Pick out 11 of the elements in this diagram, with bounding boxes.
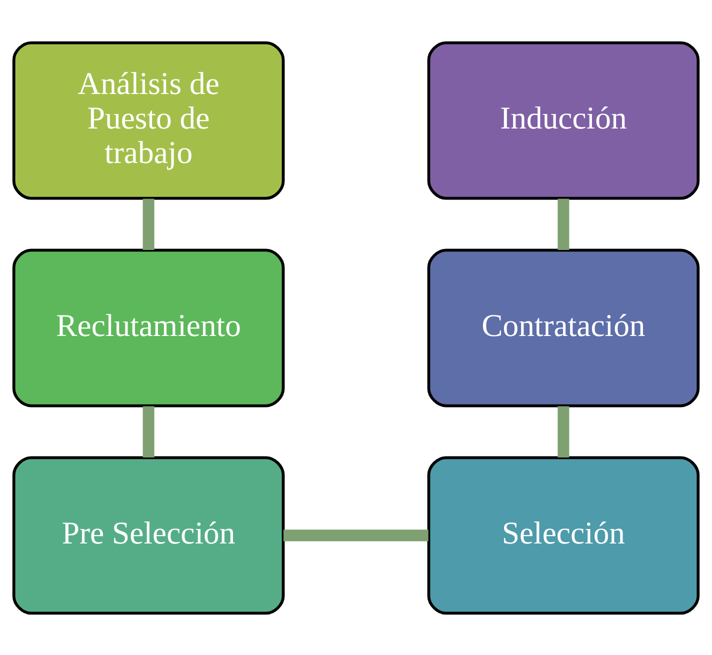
node-box: Inducción xyxy=(427,40,700,200)
node-box: Análisis de Puesto de trabajo xyxy=(12,40,285,200)
connector xyxy=(142,406,154,457)
connector xyxy=(283,529,428,541)
node-box: Reclutamiento xyxy=(12,248,285,407)
node-box: Selección xyxy=(427,456,700,614)
connector xyxy=(558,198,570,250)
node-box: Contratación xyxy=(427,248,700,407)
node-box: Pre Selección xyxy=(12,456,285,614)
connector xyxy=(558,406,570,457)
connector xyxy=(142,198,154,250)
